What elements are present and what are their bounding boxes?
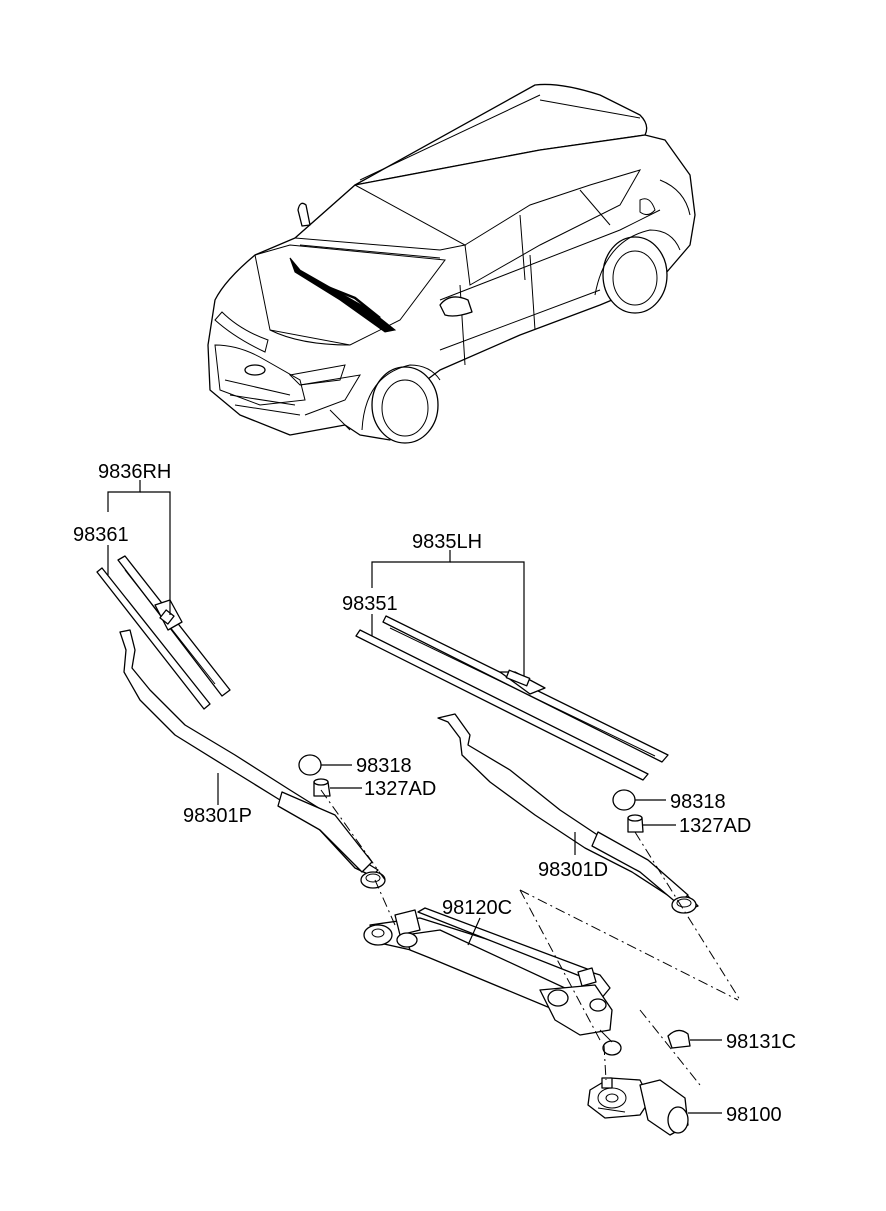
label-1327ad-left: 1327AD (364, 778, 436, 800)
label-98351: 98351 (342, 593, 398, 615)
label-98120c: 98120C (442, 897, 512, 919)
pivot-nut-icon (667, 1029, 691, 1049)
car-illustration (207, 83, 696, 444)
label-9836rh: 9836RH (98, 461, 171, 483)
rh-wiper-blade (96, 555, 231, 710)
label-98318-right: 98318 (670, 791, 726, 813)
assembly-lines (320, 789, 741, 1086)
nut-right-icon (627, 814, 644, 833)
label-9835lh: 9835LH (412, 531, 482, 553)
label-1327ad-right: 1327AD (679, 815, 751, 837)
nut-left-icon (313, 778, 331, 797)
label-98301d: 98301D (538, 859, 608, 881)
cap-left-icon (298, 754, 322, 776)
arm-driver (437, 713, 699, 914)
arm-passenger (119, 629, 386, 889)
cap-right-icon (612, 789, 636, 811)
label-98318-left: 98318 (356, 755, 412, 777)
lh-wiper-blade (355, 615, 669, 781)
leader-lines (107, 480, 722, 1114)
wiper-motor (587, 1077, 689, 1136)
label-98301p: 98301P (183, 805, 252, 827)
label-98131c: 98131C (726, 1031, 796, 1053)
wiper-linkage (363, 907, 622, 1056)
label-98361: 98361 (73, 524, 129, 546)
label-98100: 98100 (726, 1104, 782, 1126)
